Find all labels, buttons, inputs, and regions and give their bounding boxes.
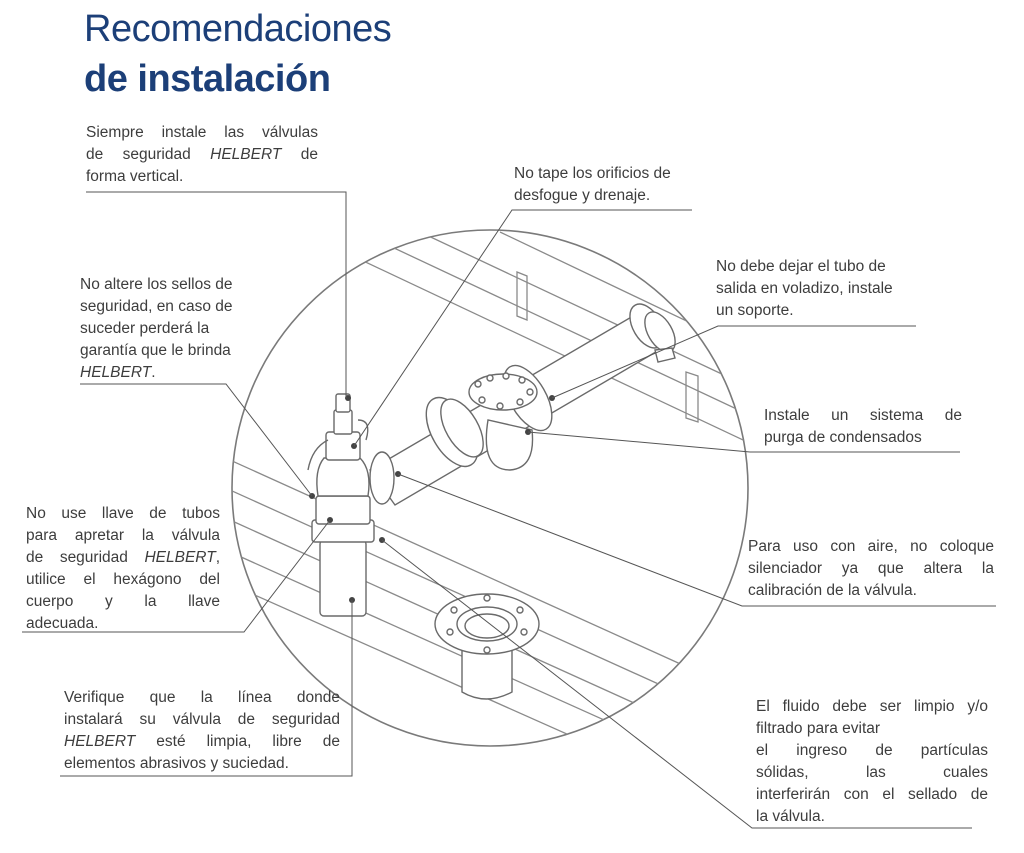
note-vertical-install: Siempre instale las válvulas de segurida… (86, 124, 318, 185)
note-wrench: No use llave de tubos para apretar la vá… (26, 505, 220, 632)
detail-circle (231, 229, 749, 747)
brand-name: HELBERT (210, 146, 282, 163)
note-clean-fluid: El fluido debe ser limpio y/o filtrado p… (756, 698, 988, 825)
brand-name: HELBERT (144, 549, 216, 566)
note-seals: No altere los sellos de seguridad, en ca… (80, 276, 233, 381)
safety-valve (307, 393, 395, 617)
brand-name: HELBERT (80, 364, 152, 381)
page-subtitle: de instalación (84, 58, 331, 100)
inlet-flange (434, 593, 540, 700)
note-air-silencer: Para uso con aire, no coloque silenciado… (748, 538, 994, 599)
note-support: No debe dejar el tubo de salida en volad… (716, 258, 893, 319)
purge-trap (425, 364, 553, 471)
leader-lines (22, 191, 996, 829)
note-drain-holes: No tape los orificios de desfogue y dren… (514, 165, 671, 204)
brand-name: HELBERT (64, 733, 136, 750)
note-clean-line: Verifique que la línea donde instalará s… (64, 689, 340, 772)
page-title: Recomendaciones (84, 8, 392, 50)
note-condensate-purge: Instale un sistema de purga de condensad… (764, 407, 962, 446)
